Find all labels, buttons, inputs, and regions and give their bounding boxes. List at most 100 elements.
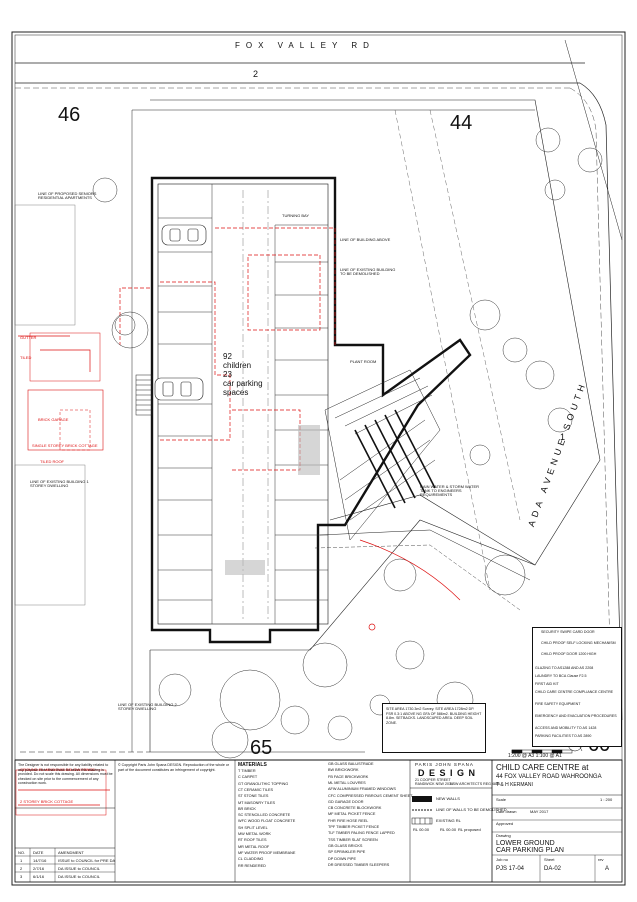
material-item: T TIMBER <box>238 769 256 773</box>
material-item: TLF TIMBER PALING FENCE LAPPED <box>328 831 395 836</box>
scale-value: 1 : 200 <box>600 797 613 802</box>
drawing-title-1: LOWER GROUND <box>496 840 555 847</box>
designer-suburb: RANDWICK NSW 2031 <box>415 782 453 786</box>
rev-row-2-date: 2/7/16 <box>33 866 45 871</box>
rev-label: rev <box>598 857 604 862</box>
material-item: BR BRICK <box>238 806 256 811</box>
designer-street: 21 COOPER STREET <box>415 778 451 782</box>
key-proposed-rl: RL proposed <box>458 827 481 832</box>
material-item: CB CONCRETE BLOCKWORK <box>328 806 382 811</box>
legend-note-glazing: GLAZING TO AS1288 AND AS 2208 <box>535 666 594 670</box>
material-item: MW METAL WORK <box>238 832 271 836</box>
label-plant-room: PLANT ROOM <box>350 359 377 364</box>
scale-label: Scale <box>496 797 507 802</box>
rev-row-3-date: 6/1/16 <box>33 874 45 879</box>
sheet-label: Sheet <box>544 857 555 862</box>
key-rl-sample-1: RL 00.00 <box>413 827 430 832</box>
legend-note-compliance: CHILD CARE CENTRE COMPLIANCE CENTRE <box>535 690 614 694</box>
rev-row-3-amendment: DA ISSUE to COUNCIL <box>58 874 101 879</box>
legend-note-first-aid: FIRST AID KIT <box>535 682 559 686</box>
capacity-parking-count: 23 <box>223 370 232 379</box>
legend-item-door: CHILD PROOF DOOR 1200 HIGH <box>541 652 597 656</box>
lot-number-south: 1 <box>560 432 566 442</box>
material-item: WFC WOOD FLOAT CONCRETE <box>238 819 296 824</box>
site-schedule-panel: SITE AREA 1730.3m2 Survey. SITE AREA 172… <box>382 703 486 753</box>
lot-number-left: 46 <box>58 104 81 126</box>
disclaimer-text: The Designer is not responsible for any … <box>18 763 113 786</box>
project-address: 44 FOX VALLEY ROAD WAHROONGA <box>496 774 602 780</box>
material-item: GT GRANOLITHIC TOPPING <box>238 781 289 786</box>
drawing-title-2: CAR PARKING PLAN <box>496 847 564 854</box>
red-label-tiled-roof: TILED ROOF <box>40 459 65 464</box>
key-existing-rl: EXISTING RL <box>436 818 461 823</box>
material-item: RR RENDERED <box>238 863 266 868</box>
sheet-number: DA-02 <box>544 866 562 872</box>
material-item: GB GLASS BRICKS <box>328 843 363 848</box>
material-item: SP SPRINKLER PIPE <box>328 850 366 855</box>
designer-reg: NSW ARCHITECTS REG 4886 <box>450 782 500 786</box>
turning-bay-label: TURNING BAY <box>282 213 310 218</box>
legend-item-self-lock: CHILD PROOF SELF LOCKING MECHANISM <box>541 641 616 645</box>
date-value: MAY 2017 <box>530 809 549 814</box>
rev-header-no: NO. <box>18 850 26 855</box>
materials-title: MATERIALS <box>238 762 267 768</box>
legend-note-laundry: LAUNDRY TO BCA Clause F2.5 <box>535 674 587 678</box>
red-label-tiled: TILED <box>20 355 32 360</box>
material-item: DR DRESSED TIMBER SLEEPERS <box>328 862 390 867</box>
job-number: PJS 17-04 <box>496 866 525 872</box>
drawing-scale: 1:200 @ A3 1:100 @ A1 <box>508 753 562 759</box>
capacity-spaces-label: spaces <box>223 388 249 397</box>
material-item: BW BRICKWORK <box>328 768 359 773</box>
material-item: MF METAL PICKET FENCE <box>328 812 376 817</box>
site-schedule-text: SITE AREA 1730.3m2 Survey. SITE AREA 172… <box>386 707 482 725</box>
material-item: DP DOWN PIPE <box>328 856 356 861</box>
red-label-single-storey: SINGLE STOREY BRICK COTTAGE <box>32 443 98 448</box>
material-item: MF WATER PROOF MEMBRANE <box>238 850 296 855</box>
capacity-text: 92 children 23 car parking spaces <box>223 352 263 397</box>
rev-row-2-no: 2 <box>20 866 23 871</box>
drawing-label: Drawing <box>496 833 511 838</box>
key-demolished: LINE OF WALLS TO BE DEMOLISHED <box>436 807 507 812</box>
designer-design: D E S I G N <box>418 768 477 778</box>
legend-note-parking: PARKING FACILITIES TO AS 2890 <box>535 734 592 738</box>
material-item: MT MASONRY TILES <box>238 800 276 805</box>
red-label-brick-garage: BRICK GARAGE <box>38 417 69 422</box>
label-building-above: LINE OF BUILDING ABOVE <box>340 237 391 242</box>
label-existing-demolished: LINE OF EXISTING BUILDING TO BE DEMOLISH… <box>340 267 396 276</box>
material-item: MR METAL ROOF <box>238 844 270 849</box>
red-label-gutter: GUTTER <box>20 335 37 340</box>
material-item: CT CERAMIC TILES <box>238 787 274 792</box>
material-item: SC STENCILLED CONCRETE <box>238 813 291 818</box>
material-item: CFC COMPRESSED FIBROUS CEMENT SHEET <box>328 793 413 798</box>
label-seniors-apartments: LINE OF PROPOSED SENIORS RESIDENTIAL APA… <box>38 191 97 200</box>
legend-item-swipe: SECURITY SWIPE CARD DOOR <box>541 630 595 634</box>
revision-letter: A <box>605 866 610 872</box>
legend-note-fire: FIRE SAFETY EQUIPMENT <box>535 702 581 706</box>
date-label: Date drawn <box>496 809 517 814</box>
rev-row-1-amendment: ISSUE to COUNCIL for PRE DA <box>58 858 116 863</box>
material-item: SH SPLIT LEVEL <box>238 825 268 830</box>
label-existing-1-storey: LINE OF EXISTING BUILDING 1 STOREY DWELL… <box>30 479 89 488</box>
rev-row-3-no: 3 <box>20 874 23 879</box>
material-item: FHR FIRE HOSE REEL <box>328 818 369 823</box>
project-title: CHILD CARE CENTRE at <box>496 763 589 772</box>
red-label-2-storey-brick: 2 STOREY BRICK COTTAGE <box>20 799 74 804</box>
lot-number-right: 44 <box>450 112 473 134</box>
material-item: GB GLASS BALUSTRADE <box>328 762 374 766</box>
capacity-children-count: 92 <box>223 352 232 361</box>
material-item: TPF TIMBER PICKET FENCE <box>328 825 380 829</box>
rev-row-2-amendment: DA ISSUE to COUNCIL <box>58 866 101 871</box>
legend-note-access: ACCESS AND MOBILITY TO AS 1428 <box>535 726 597 730</box>
legend-panel: SECURITY SWIPE CARD DOOR CHILD PROOF SEL… <box>532 627 622 747</box>
road-lot: 2 <box>253 69 259 79</box>
job-label: Job no <box>496 857 509 862</box>
capacity-children-label: children <box>223 361 252 370</box>
material-item: AFW ALUMINIUM FRAMED WINDOWS <box>328 787 396 792</box>
material-item: CL CLADDING <box>238 857 264 862</box>
label-rain-water-tank: RAIN WATER & STORM WATER TANK TO ENGINEE… <box>420 484 480 497</box>
lot-number-bottom: 65 <box>250 737 273 759</box>
key-rl-sample-2: RL 00.00 <box>440 827 457 832</box>
capacity-parking-label: car parking <box>223 379 263 388</box>
rev-row-1-date: 14/7/16 <box>33 858 47 863</box>
